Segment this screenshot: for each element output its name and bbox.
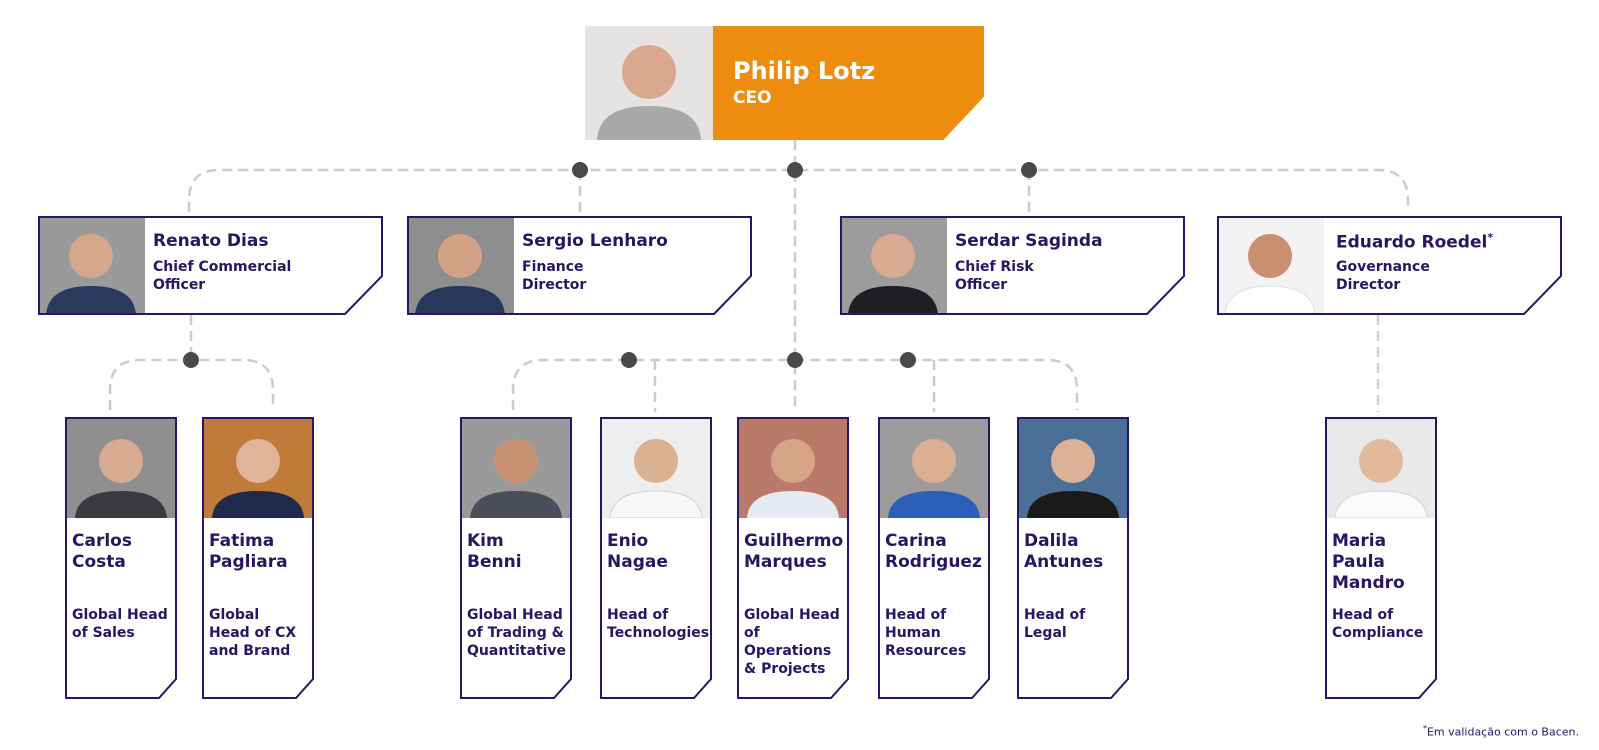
footnote-mark: * — [1422, 724, 1427, 733]
person-photo — [407, 216, 514, 315]
person-photo — [1017, 417, 1129, 518]
report-name: Kim Benni — [467, 531, 522, 572]
junction-node — [572, 162, 588, 178]
report-card: Kim Benni Global Head of Trading & Quant… — [460, 417, 572, 699]
report-name: Carlos Costa — [72, 531, 132, 572]
junction-node — [787, 352, 803, 368]
junction-node — [1021, 162, 1037, 178]
junction-node — [621, 352, 637, 368]
director-name: Eduardo Roedel* — [1336, 231, 1494, 253]
director-name: Serdar Saginda — [955, 231, 1103, 251]
report-name: Guilhermo Marques — [744, 531, 844, 572]
director-card: Serdar Saginda Chief Risk Officer — [840, 216, 1185, 315]
ceo-name: Philip Lotz — [733, 57, 876, 85]
report-card: Carlos Costa Global Head of Sales — [65, 417, 177, 699]
junction-node — [787, 162, 803, 178]
person-photo — [1217, 216, 1324, 315]
ceo-photo — [585, 26, 713, 140]
report-role: Head of Human Resources — [885, 607, 967, 659]
director-role: Governance Director — [1336, 259, 1430, 293]
footnote-text: Em validação com o Bacen. — [1426, 725, 1579, 739]
report-role: Global Head of Sales — [72, 607, 168, 641]
footnote-mark: * — [1487, 231, 1494, 244]
director-role: Finance Director — [522, 259, 587, 293]
person-photo — [878, 417, 990, 518]
director-name: Renato Dias — [153, 231, 269, 251]
report-name: Carina Rodriguez — [885, 531, 982, 572]
director-role: Chief Risk Officer — [955, 259, 1034, 293]
report-card: Fatima Pagliara Global Head of CX and Br… — [202, 417, 314, 699]
person-photo — [65, 417, 177, 518]
report-card: Dalila Antunes Head of Legal — [1017, 417, 1129, 699]
report-name: Enio Nagae — [607, 531, 668, 572]
director-card: Eduardo Roedel* Governance Director — [1217, 216, 1562, 315]
junction-node — [900, 352, 916, 368]
report-role: Global Head of Operations & Projects — [744, 607, 840, 677]
director-card: Sergio Lenharo Finance Director — [407, 216, 752, 315]
director-role: Chief Commercial Officer — [153, 259, 292, 293]
director-name: Sergio Lenharo — [522, 231, 668, 251]
report-card: Carina Rodriguez Head of Human Resources — [878, 417, 990, 699]
report-role: Head of Compliance — [1332, 607, 1424, 641]
report-role: Global Head of CX and Brand — [209, 607, 297, 659]
report-name: Dalila Antunes — [1024, 531, 1104, 572]
ceo-role: CEO — [733, 88, 772, 108]
person-photo — [38, 216, 145, 315]
ceo-card: Philip Lotz CEO — [585, 26, 984, 140]
director-card: Renato Dias Chief Commercial Officer — [38, 216, 383, 315]
report-card: Maria Paula Mandro Head of Compliance — [1325, 417, 1437, 699]
person-photo — [460, 417, 572, 518]
report-card: Enio Nagae Head of Technologies — [600, 417, 712, 699]
person-photo — [840, 216, 947, 315]
report-card: Guilhermo Marques Global Head of Operati… — [737, 417, 849, 699]
person-photo — [1325, 417, 1437, 518]
person-photo — [737, 417, 849, 518]
footnote: *Em validação com o Bacen. — [1423, 724, 1579, 739]
report-name: Fatima Pagliara — [209, 531, 288, 572]
report-name: Maria Paula Mandro — [1332, 531, 1405, 593]
report-role: Head of Technologies — [607, 607, 710, 641]
ceo-name-panel: Philip Lotz CEO — [713, 26, 984, 140]
person-photo — [202, 417, 314, 518]
junction-node — [183, 352, 199, 368]
person-photo — [600, 417, 712, 518]
report-role: Global Head of Trading & Quantitative — [467, 607, 567, 659]
report-role: Head of Legal — [1024, 607, 1086, 641]
